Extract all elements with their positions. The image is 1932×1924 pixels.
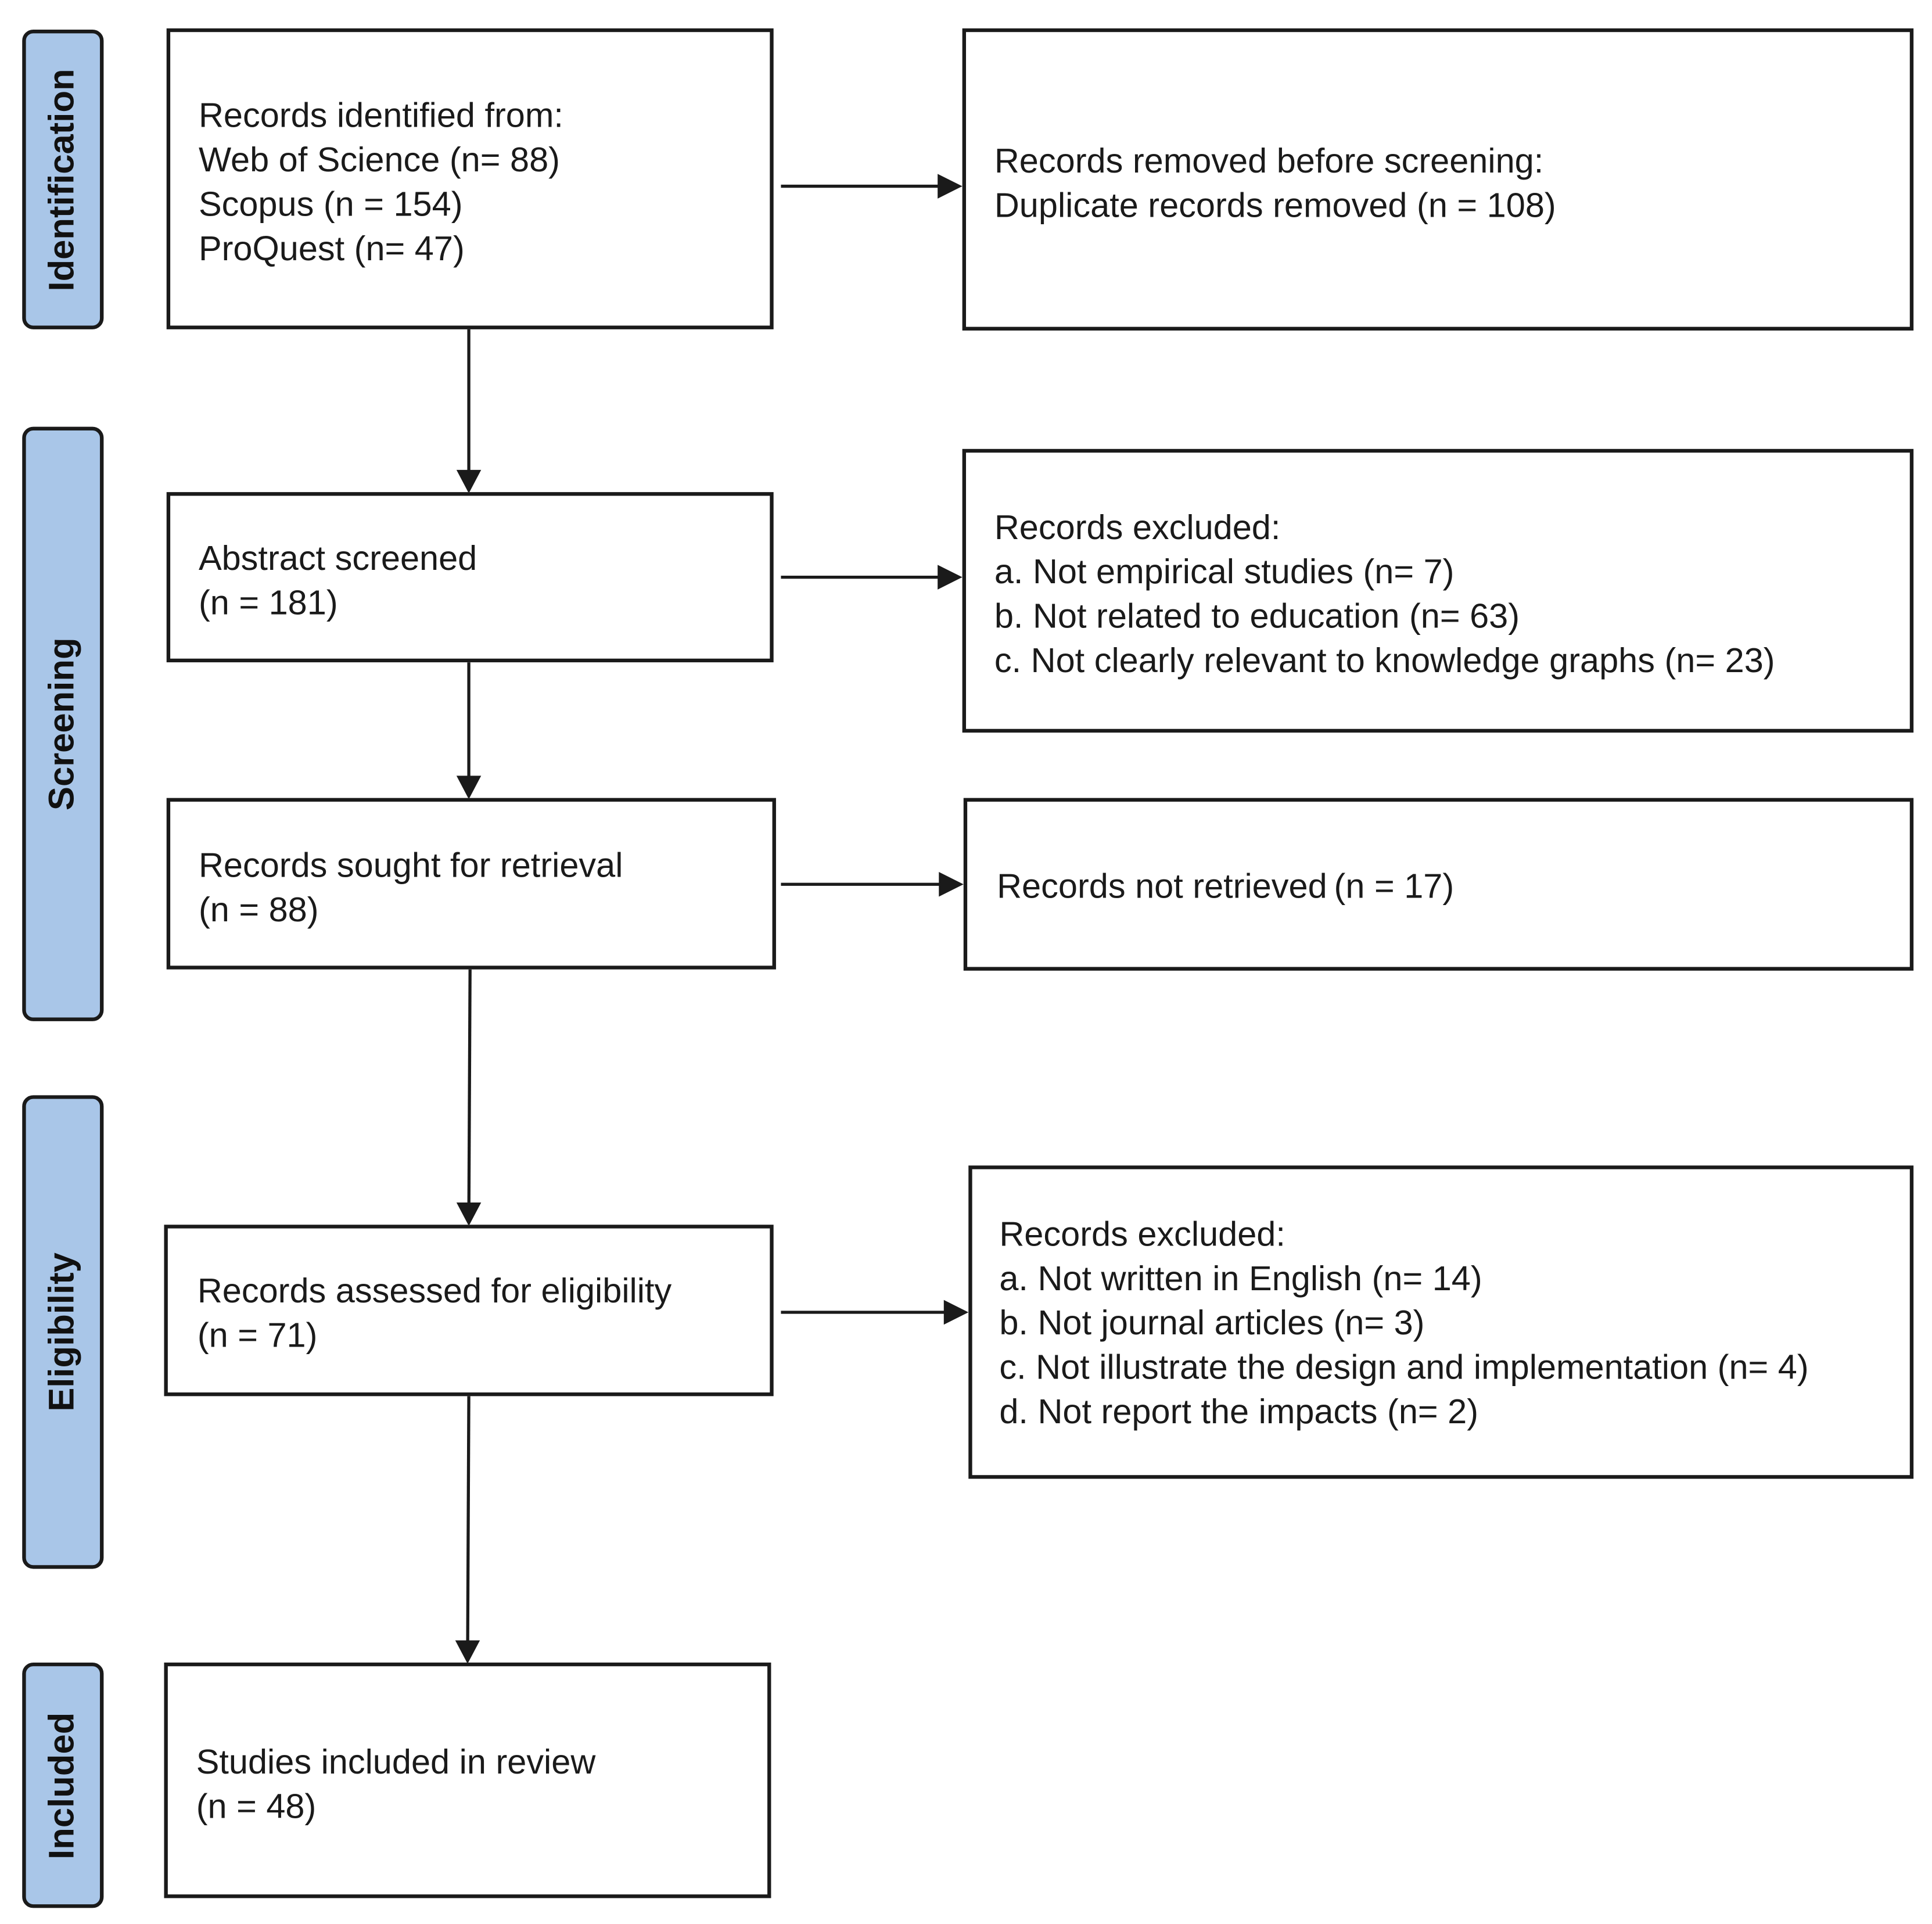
excluded-screening-heading: Records excluded: [994,508,1281,547]
records-assessed-label: Records assessed for eligibility [197,1271,672,1310]
box-records-not-retrieved: Records not retrieved (n = 17) [963,798,1914,971]
excluded-not-journal: b. Not journal articles (n= 3) [999,1304,1425,1342]
records-assessed-count: (n = 71) [197,1316,318,1355]
arrowhead-assessed [456,1202,482,1226]
abstract-screened-count: (n = 181) [198,583,338,622]
excluded-eligibility-heading: Records excluded: [999,1215,1285,1254]
phase-identification: Identification [22,29,104,329]
excluded-not-design: c. Not illustrate the design and impleme… [999,1348,1809,1387]
box-studies-included: Studies included in review (n = 48) [164,1662,771,1898]
phase-included: Included [22,1662,104,1908]
proquest-count: ProQuest (n= 47) [198,229,465,268]
studies-included-count: (n = 48) [196,1787,317,1826]
arrowhead-excluded-eligibility [943,1300,969,1325]
excluded-not-empirical: a. Not empirical studies (n= 7) [994,552,1455,591]
excluded-not-impacts: d. Not report the impacts (n= 2) [999,1392,1479,1431]
box-records-removed: Records removed before screening: Duplic… [962,28,1914,331]
arrowhead-screened [456,469,482,494]
records-sought-label: Records sought for retrieval [198,846,623,885]
excluded-not-english: a. Not written in English (n= 14) [999,1259,1482,1298]
box-abstract-screened: Abstract screened (n = 181) [166,492,774,663]
records-identified-heading: Records identified from: [198,96,563,135]
arrow-sought-to-assessed [467,969,472,1221]
phase-screening: Screening [22,426,104,1021]
box-records-excluded-eligibility: Records excluded: a. Not written in Engl… [968,1165,1914,1479]
box-records-identified: Records identified from: Web of Science … [166,28,774,329]
duplicates-removed-count: Duplicate records removed (n = 108) [994,186,1556,225]
arrowhead-sought [456,776,482,799]
arrowhead-included [455,1640,480,1664]
records-not-retrieved-label: Records not retrieved (n = 17) [997,867,1455,906]
web-of-science-count: Web of Science (n= 88) [198,141,560,179]
excluded-not-education: b. Not related to education (n= 63) [994,597,1520,636]
phase-eligibility: Eligibility [22,1095,104,1569]
records-sought-count: (n = 88) [198,890,319,929]
scopus-count: Scopus (n = 154) [198,185,463,224]
studies-included-label: Studies included in review [196,1742,596,1781]
arrowhead-excluded-screening [938,565,963,590]
box-records-assessed: Records assessed for eligibility (n = 71… [164,1225,774,1397]
excluded-not-knowledge-graphs: c. Not clearly relevant to knowledge gra… [994,641,1775,680]
arrowhead-removed [938,174,963,199]
abstract-screened-label: Abstract screened [198,539,477,577]
box-records-sought: Records sought for retrieval (n = 88) [166,798,776,970]
arrow-assessed-to-included [466,1396,471,1660]
box-records-excluded-screening: Records excluded: a. Not empirical studi… [962,448,1914,733]
arrowhead-not-retrieved [939,872,964,897]
records-removed-heading: Records removed before screening: [994,142,1544,180]
